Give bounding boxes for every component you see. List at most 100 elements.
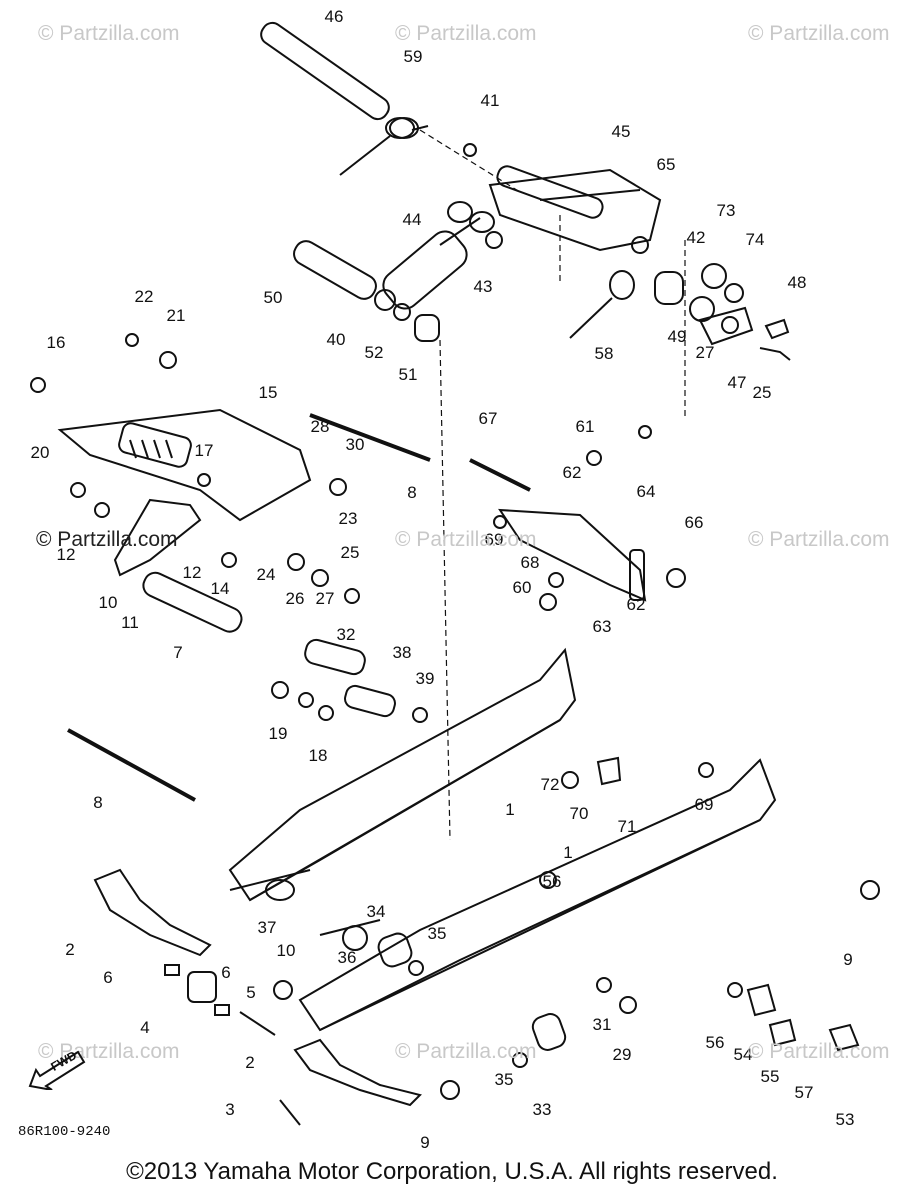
part-number-callout: 28 [311, 417, 330, 436]
part-number-callout: 10 [99, 593, 118, 612]
part-number-callout: 54 [734, 1045, 753, 1064]
part-number-callout: 64 [637, 482, 656, 501]
part-number-callout: 4 [140, 1018, 149, 1037]
part-number-callout: 48 [788, 273, 807, 292]
part-number-callout: 44 [403, 210, 422, 229]
part-number-callout: 46 [325, 7, 344, 26]
part-number-callout: 33 [533, 1100, 552, 1119]
part-number-callout: 71 [618, 817, 637, 836]
part-number-callout: 58 [595, 344, 614, 363]
part-number-callout: 74 [746, 230, 765, 249]
part-number-callout: 65 [657, 155, 676, 174]
part-number-callout: 69 [695, 795, 714, 814]
part-number-callout: 27 [696, 343, 715, 362]
part-number-callout: 72 [541, 775, 560, 794]
part-number-callout: 24 [257, 565, 276, 584]
watermark: © Partzilla.com [38, 22, 180, 45]
part-number-callout: 67 [479, 409, 498, 428]
part-number-callout: 19 [269, 724, 288, 743]
part-number-callout: 57 [795, 1083, 814, 1102]
part-number-callout: 9 [420, 1133, 429, 1152]
part-number-callout: 31 [593, 1015, 612, 1034]
part-number-callout: 43 [474, 277, 493, 296]
part-number-callout: 40 [327, 330, 346, 349]
watermark: © Partzilla.com [748, 528, 890, 551]
part-number-callout: 6 [221, 963, 230, 982]
part-number-callout: 36 [338, 948, 357, 967]
part-number-callout: 41 [481, 91, 500, 110]
part-number-callout: 38 [393, 643, 412, 662]
part-number-callout: 39 [416, 669, 435, 688]
part-number-callout: 60 [513, 578, 532, 597]
part-number-callout: 10 [277, 941, 296, 960]
forward-arrow-icon [28, 1050, 86, 1090]
part-number-callout: 16 [47, 333, 66, 352]
part-number-callout: 68 [521, 553, 540, 572]
shaft-part [293, 240, 377, 300]
watermark: © Partzilla.com [395, 528, 537, 551]
watermark: © Partzilla.com [395, 22, 537, 45]
part-number-callout: 62 [563, 463, 582, 482]
part-number-callout: 8 [93, 793, 102, 812]
part-number-callout: 11 [121, 613, 139, 632]
part-number-callout: 12 [57, 545, 76, 564]
part-number-callout: 35 [495, 1070, 514, 1089]
part-number-callout: 50 [264, 288, 283, 307]
part-number-callout: 14 [211, 579, 230, 598]
watermark: © Partzilla.com [748, 22, 890, 45]
part-number-callout: 56 [706, 1033, 725, 1052]
part-number-callout: 51 [399, 365, 418, 384]
copyright-text: ©2013 Yamaha Motor Corporation, U.S.A. A… [126, 1158, 778, 1185]
part-number-callout: 66 [685, 513, 704, 532]
part-number-callout: 6 [103, 968, 112, 987]
part-number-callout: 45 [612, 122, 631, 141]
part-number-callout: 32 [337, 625, 356, 644]
part-number-callout: 12 [183, 563, 202, 582]
part-number-callout: 29 [613, 1045, 632, 1064]
part-number-callout: 70 [570, 804, 589, 823]
part-number-callout: 42 [687, 228, 706, 247]
part-number-callout: 49 [668, 327, 687, 346]
part-number-callout: 2 [65, 940, 74, 959]
part-number-callout: 56 [543, 872, 562, 891]
part-number-callout: 2 [245, 1053, 254, 1072]
part-number-callout: 22 [135, 287, 154, 306]
part-number-callout: 69 [485, 530, 504, 549]
watermark: © Partzilla.com [38, 1040, 180, 1063]
part-number-callout: 21 [167, 306, 186, 325]
shock-absorber-part [374, 201, 495, 321]
part-number-callout: 5 [246, 983, 255, 1002]
part-number-callout: 55 [761, 1067, 780, 1086]
part-number-callout: 47 [728, 373, 747, 392]
watermark: © Partzilla.com [395, 1040, 537, 1063]
part-number-callout: 61 [576, 417, 595, 436]
part-number-callout: 37 [258, 918, 277, 937]
upper-arm-part [488, 165, 662, 252]
rear-arm-part [57, 408, 312, 577]
part-number-callout: 63 [593, 617, 612, 636]
part-number-callout: 9 [843, 950, 852, 969]
part-number-callout: 8 [407, 483, 416, 502]
part-number-callout: 18 [309, 746, 328, 765]
part-number-callout: 59 [404, 47, 423, 66]
diagram-id: 86R100-9240 [18, 1124, 111, 1140]
part-number-callout: 1 [563, 843, 572, 862]
part-number-callout: 20 [31, 443, 50, 462]
part-number-callout: 17 [195, 441, 214, 460]
part-number-callout: 15 [259, 383, 278, 402]
watermark: © Partzilla.com [748, 1040, 890, 1063]
part-number-callout: 53 [836, 1110, 855, 1129]
part-number-callout: 26 [286, 589, 305, 608]
watermark: © Partzilla.com [36, 528, 178, 551]
part-number-callout: 3 [225, 1100, 234, 1119]
shaft-part [260, 21, 390, 121]
part-number-callout: 25 [341, 543, 360, 562]
suspension-exploded-diagram: 1122345667889910101112121415161718192021… [30, 7, 880, 1152]
part-number-callout: 73 [717, 201, 736, 220]
part-number-callout: 62 [627, 595, 646, 614]
part-number-callout: 35 [428, 924, 447, 943]
part-number-callout: 1 [505, 800, 514, 819]
part-number-callout: 25 [753, 383, 772, 402]
part-number-callout: 30 [346, 435, 365, 454]
